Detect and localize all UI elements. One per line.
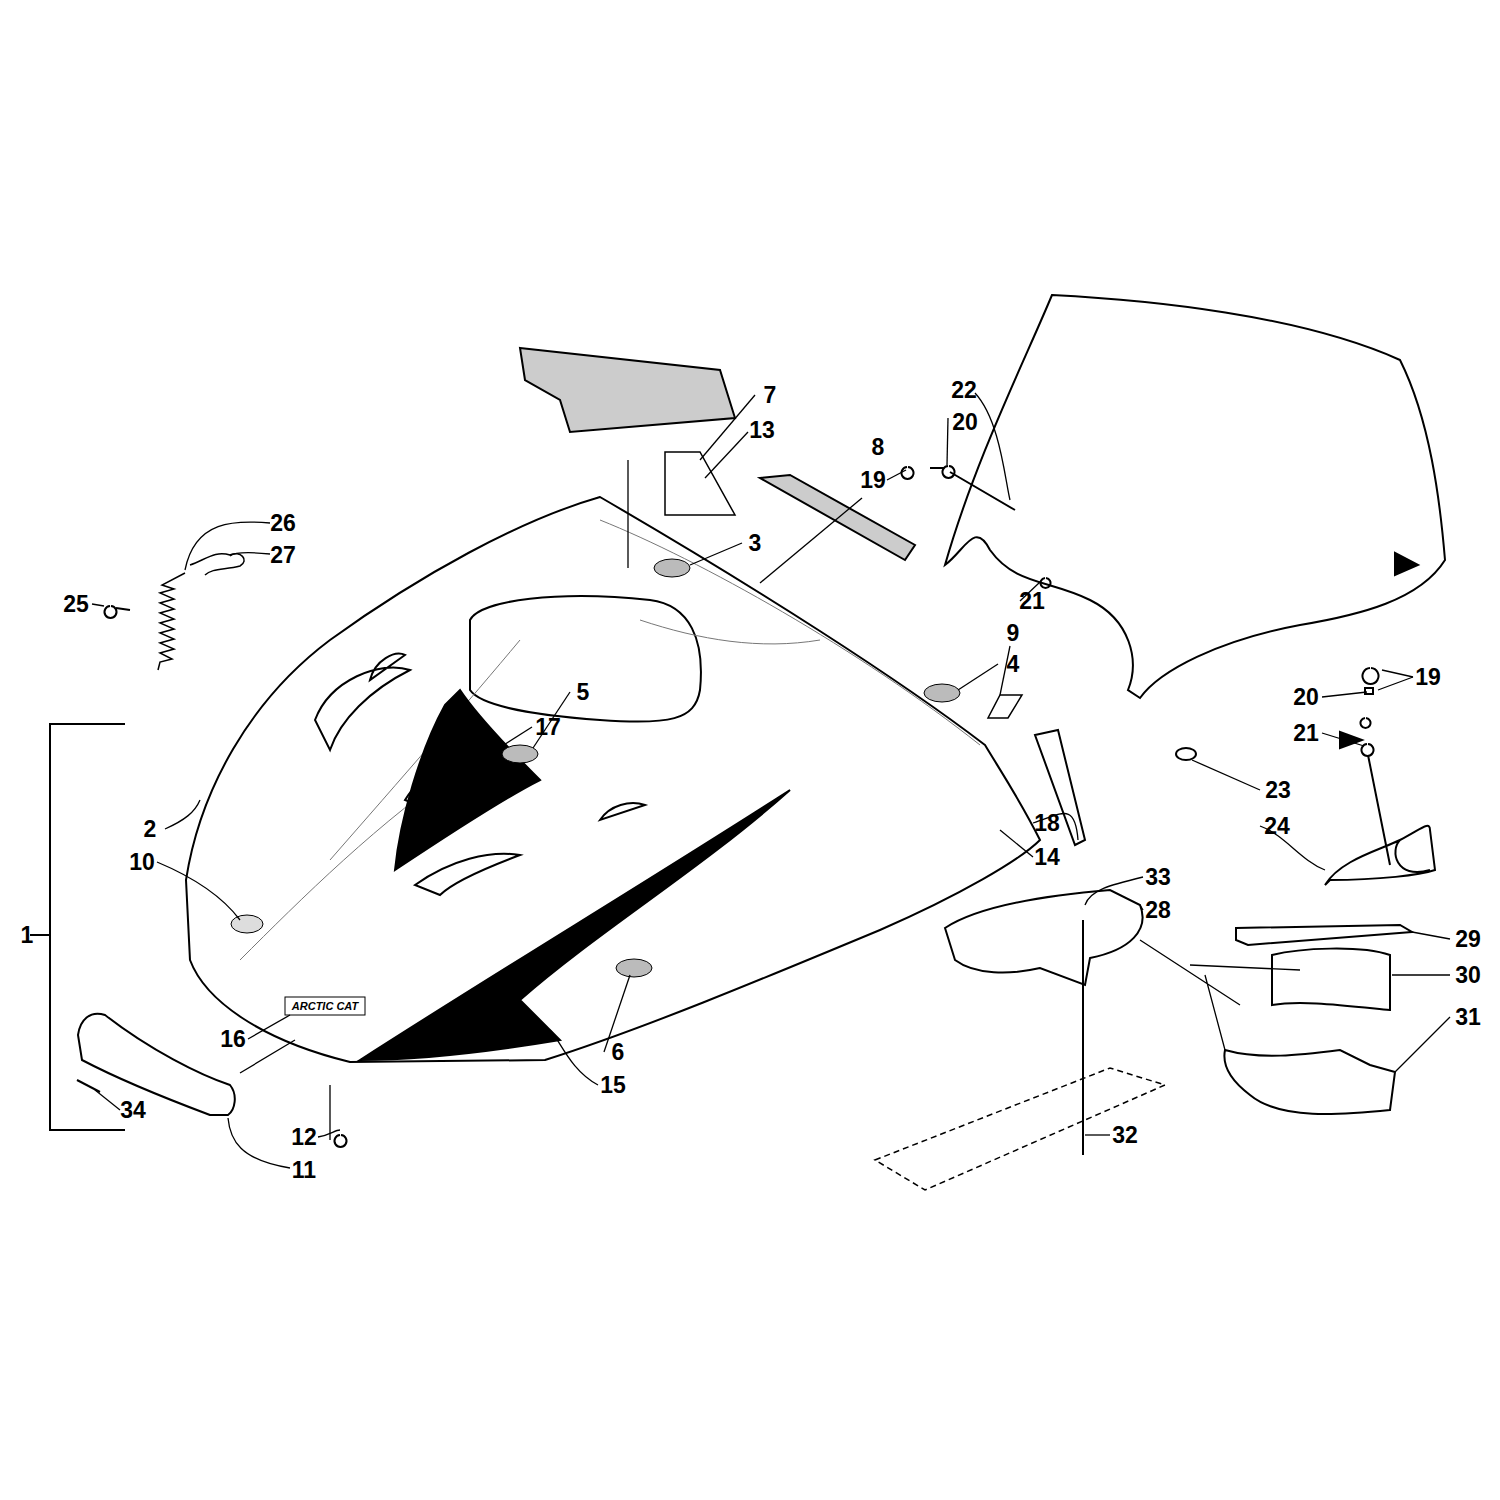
callout-number: 33: [1145, 866, 1171, 889]
decal-3: [654, 559, 690, 577]
part-18: [1035, 730, 1085, 845]
bracket-1: [30, 724, 125, 1130]
decal-10: [231, 915, 263, 933]
seat-foam-29: [1236, 925, 1412, 945]
callout-number: 12: [291, 1126, 317, 1149]
callout-number: 34: [120, 1099, 146, 1122]
callout-number: 22: [951, 379, 977, 402]
callout-number: 29: [1455, 928, 1481, 951]
brand-text: ARCTIC CAT: [290, 1000, 360, 1013]
callout-number: 4: [1007, 653, 1020, 676]
callout-number: 20: [1293, 686, 1319, 709]
seat-base: [945, 890, 1143, 985]
windshield-arrow: [1395, 553, 1418, 575]
nose-part-11: [78, 1014, 235, 1115]
callout-number: 21: [1293, 722, 1319, 745]
callout-number: 19: [860, 469, 886, 492]
hand-guard: [1325, 826, 1435, 885]
windshield: [945, 295, 1445, 698]
callout-number: 20: [952, 411, 978, 434]
callout-number: 8: [872, 436, 885, 459]
grommet-23: [1176, 748, 1196, 760]
tunnel-dashed: [875, 1068, 1165, 1190]
callout-number: 5: [577, 681, 590, 704]
callout-number: 19: [1415, 666, 1441, 689]
decal-7: [520, 348, 735, 432]
callout-number: 17: [535, 716, 561, 739]
fastener-32: [1082, 920, 1084, 1155]
spring: [158, 554, 244, 670]
leader-lines: [92, 393, 1450, 1168]
callout-number: 15: [600, 1074, 626, 1097]
brand-decal-outline: [285, 997, 365, 1015]
callout-number: 18: [1034, 812, 1060, 835]
hood-detail: [240, 520, 980, 960]
callout-number: 6: [612, 1041, 625, 1064]
callout-number: 28: [1145, 899, 1171, 922]
hardware-top: [902, 466, 1051, 588]
callout-number: 31: [1455, 1006, 1481, 1029]
callout-number: 1: [21, 924, 34, 947]
callout-number: 14: [1034, 846, 1060, 869]
callout-number: 26: [270, 512, 296, 535]
callout-number: 32: [1112, 1124, 1138, 1147]
callout-number: 13: [749, 419, 775, 442]
callout-number: 9: [1007, 622, 1020, 645]
callout-number: 16: [220, 1028, 246, 1051]
decal-6: [616, 959, 652, 977]
callout-number: 24: [1264, 815, 1290, 838]
callout-number: 11: [292, 1159, 316, 1182]
callout-number: 23: [1265, 779, 1291, 802]
callout-number: 27: [270, 544, 296, 567]
callout-number: 7: [764, 384, 777, 407]
z570-decal: [395, 690, 540, 870]
callout-number: 10: [129, 851, 155, 874]
screw-34: [77, 1080, 100, 1092]
callout-number: 30: [1455, 964, 1481, 987]
callout-number: 2: [144, 818, 157, 841]
hardware: [1361, 668, 1391, 865]
decal-8: [760, 475, 915, 560]
hood-outline: [186, 497, 1040, 1062]
callout-number: 3: [749, 532, 762, 555]
decal-9: [988, 695, 1022, 718]
screw-25: [105, 606, 131, 618]
seat-pad-30: [1272, 949, 1390, 1010]
callout-number: 25: [63, 593, 89, 616]
callout-number: 21: [1019, 590, 1045, 613]
seat-pad-31: [1224, 1050, 1395, 1114]
hood-vent: [315, 654, 645, 895]
screw-12: [335, 1135, 347, 1147]
decal-13: [665, 452, 735, 515]
decal-4: [924, 684, 960, 702]
